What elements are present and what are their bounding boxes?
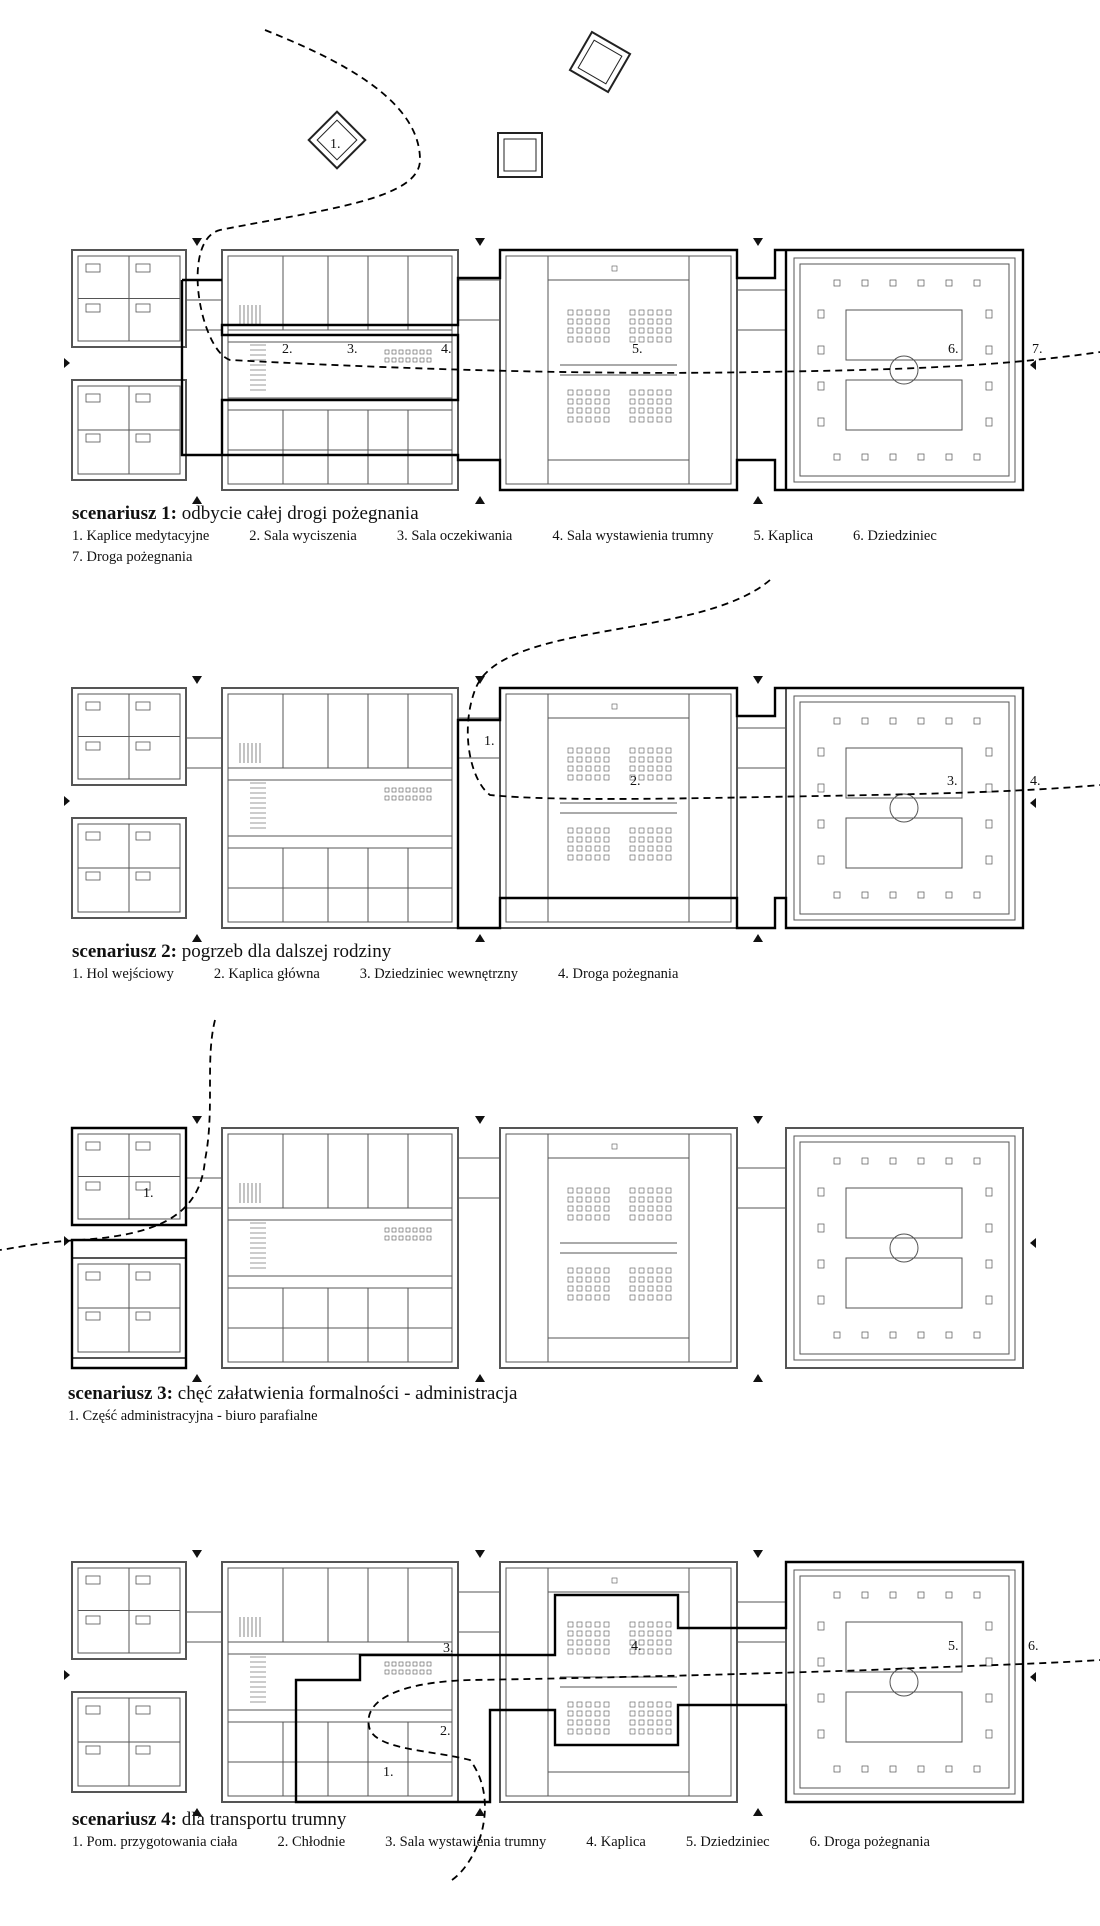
highlight-outline [180,248,1025,492]
label-1: 1. [330,137,341,152]
farewell-route [367,1659,1100,1881]
label-7: 7. [1032,342,1043,357]
label-6: 6. [948,342,959,357]
label-4: 4. [441,342,452,357]
scenario-2: 1. 2. 3. 4. scenariusz 2: pogrzeb dla da… [0,579,1100,1020]
label-2: 2. [630,774,641,789]
label-3: 3. [347,342,358,357]
farewell-route [196,29,1100,374]
scenario-4: 1. 2. 3. 4. 5. 6. scenariusz 4: dla tran… [0,1460,1100,1926]
label-3: 3. [443,1641,454,1656]
label-5: 5. [948,1639,959,1654]
farewell-route [0,1019,216,1251]
label-1: 1. [484,734,495,749]
caption-scenario-4: scenariusz 4: dla transportu trumny 1. P… [72,1808,1072,1853]
floor-plan-scenario-4: 1. 2. 3. 4. 5. 6. [64,1550,1100,1881]
scenario-1: 1. 2. 3. 4. 5. 6. 7. scenariusz 1: odbyc… [0,0,1100,580]
highlight-outline [294,1560,1025,1804]
scenario-title: scenariusz 3: chęć załatwienia formalnoś… [68,1383,518,1404]
label-1: 1. [383,1765,394,1780]
building-plan [64,1116,1036,1382]
plan-labels: 1. 2. 3. 4. [484,734,1041,789]
scenario-3: 1. scenariusz 3: chęć załatwienia formal… [0,1019,1100,1460]
plan-labels: 1. [143,1186,154,1201]
label-6: 6. [1028,1639,1039,1654]
building-plan [64,676,1036,942]
label-2: 2. [440,1724,451,1739]
highlight-outline [70,1126,188,1370]
label-2: 2. [282,342,293,357]
meditation-chapels [307,30,632,178]
caption-scenario-2: scenariusz 2: pogrzeb dla dalszej rodzin… [72,940,1072,985]
label-1: 1. [143,1186,154,1201]
scenario-legend: 1. Część administracyjna - biuro parafia… [68,1408,318,1424]
floor-plan-scenario-3: 1. [0,1019,1036,1382]
farewell-route [466,579,1100,800]
caption-scenario-1: scenariusz 1: odbycie całej drogi pożegn… [72,502,1072,568]
floor-plan-scenario-1: 1. 2. 3. 4. 5. 6. 7. [64,29,1100,504]
highlight-outline [456,686,1025,930]
scenario-title: scenariusz 1: odbycie całej drogi pożegn… [72,503,419,524]
label-3: 3. [947,774,958,789]
scenario-title: scenariusz 2: pogrzeb dla dalszej rodzin… [72,941,392,962]
label-5: 5. [632,342,643,357]
scenario-title: scenariusz 4: dla transportu trumny [72,1809,347,1830]
caption-scenario-3: scenariusz 3: chęć załatwienia formalnoś… [68,1382,1068,1427]
plan-labels: 1. 2. 3. 4. 5. 6. 7. [282,137,1043,357]
building-plan [64,1550,1036,1816]
label-4: 4. [631,1639,642,1654]
plan-labels: 1. 2. 3. 4. 5. 6. [383,1639,1039,1780]
label-4: 4. [1030,774,1041,789]
floor-plan-scenario-2: 1. 2. 3. 4. [64,579,1100,942]
